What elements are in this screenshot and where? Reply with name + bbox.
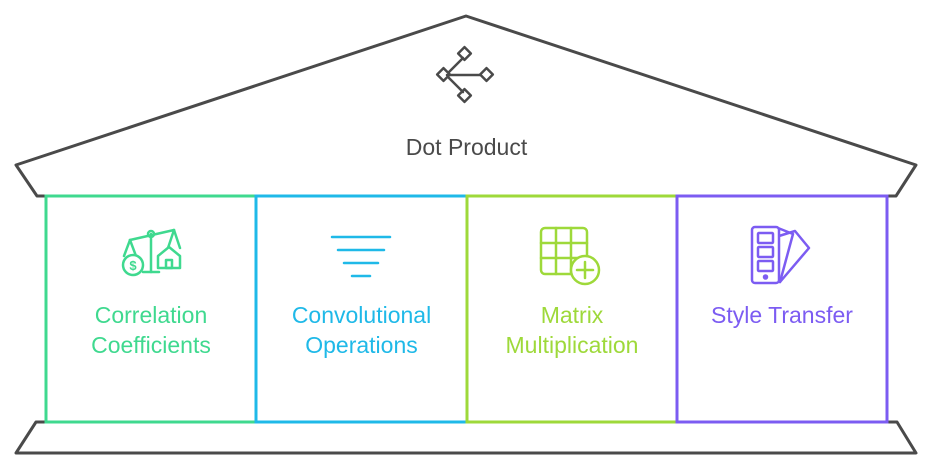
- pillar-convolutional: [254, 194, 469, 424]
- pillar-label-matrix: Matrix Multiplication: [467, 300, 677, 360]
- svg-text:$: $: [129, 258, 137, 273]
- pillar-label-line: Operations: [305, 332, 418, 358]
- pillar-label-line: Multiplication: [505, 332, 639, 358]
- pillar-label-convolutional: Convolutional Operations: [256, 300, 467, 360]
- color-swatches-icon: [750, 225, 811, 285]
- roof-pediment: [14, 14, 918, 198]
- network-nodes-icon: [435, 45, 495, 104]
- pillar-label-line: Correlation: [94, 302, 208, 328]
- pillar-style-transfer: [675, 194, 889, 424]
- pillar-label-style-transfer: Style Transfer: [677, 300, 887, 330]
- grid-add-icon: [539, 226, 601, 286]
- balance-scale-icon: $: [121, 228, 182, 277]
- pillar-label-line: Coefficients: [91, 332, 211, 358]
- roof-title: Dot Product: [405, 134, 528, 160]
- pillar-label-line: Matrix: [540, 302, 604, 328]
- filter-funnel-icon: [330, 235, 392, 278]
- pillar-label-line: Style Transfer: [711, 302, 853, 328]
- base-platform: [14, 420, 918, 455]
- pillar-label-line: Convolutional: [291, 302, 432, 328]
- pillar-label-correlation: Correlation Coefficients: [46, 300, 256, 360]
